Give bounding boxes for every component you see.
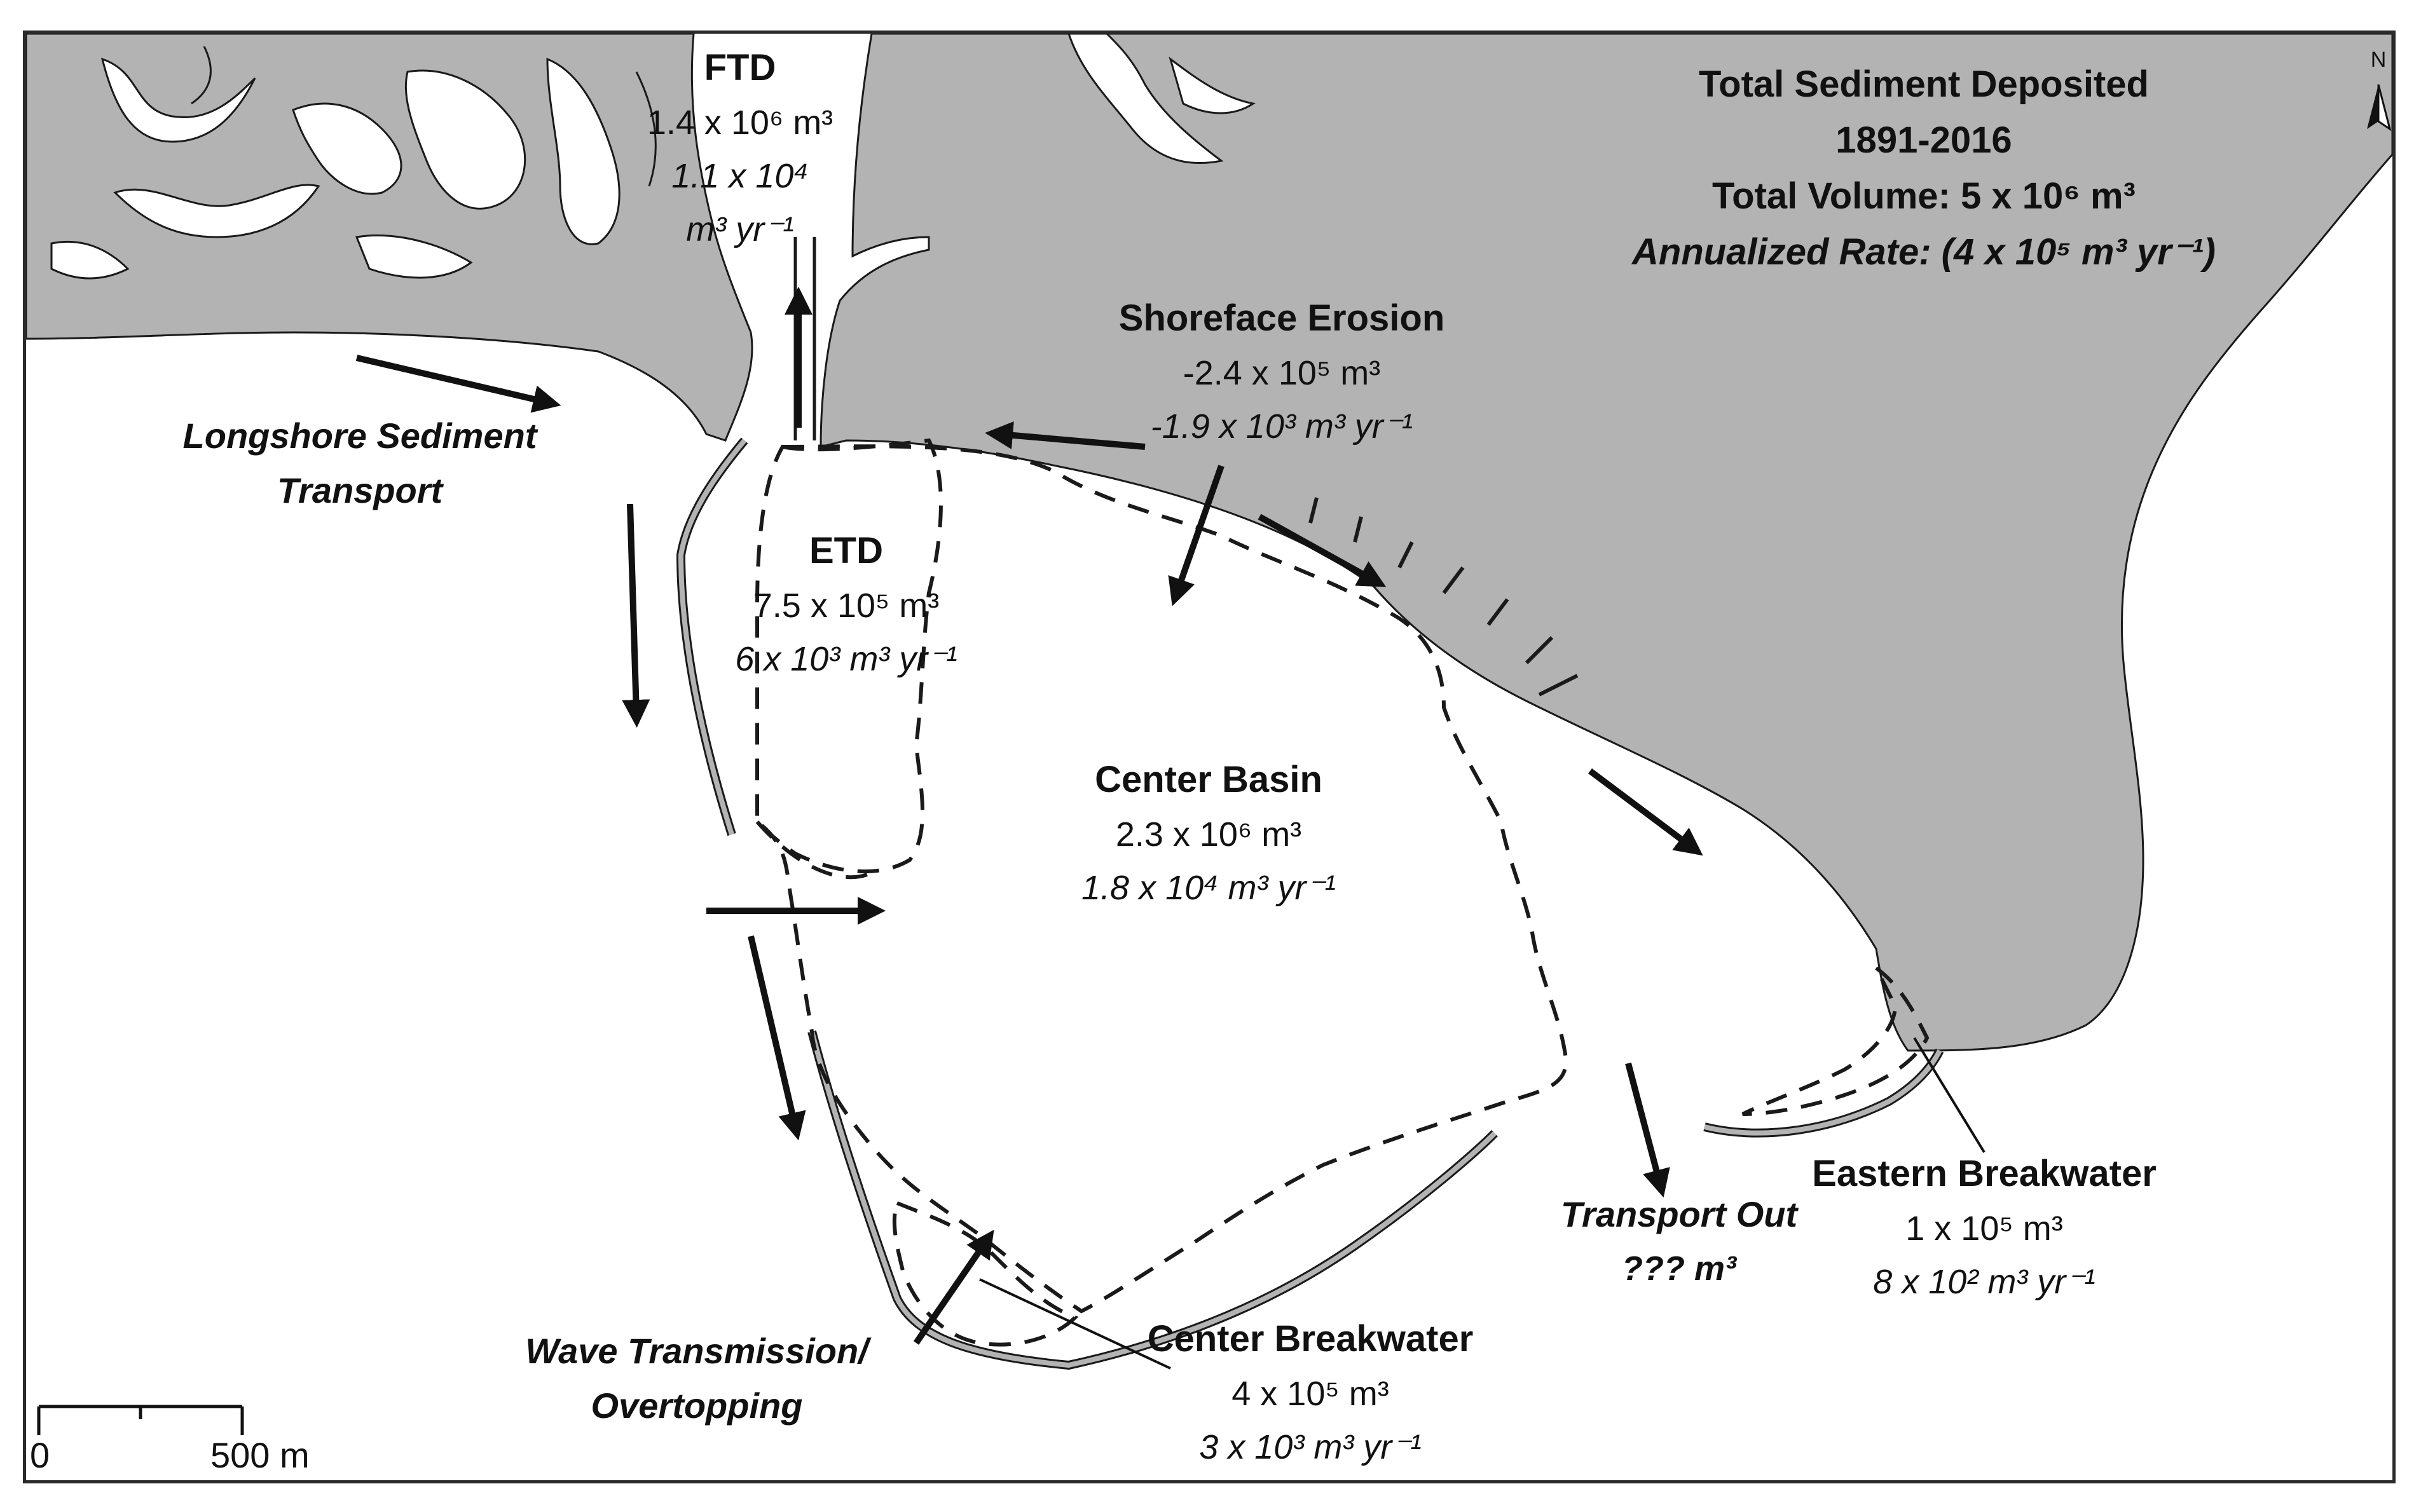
eastern-mainland-land — [820, 34, 2392, 1052]
label-ftd: FTD 1.4 x 10⁶ m³ 1.1 x 10⁴ m³ yr⁻¹ — [647, 40, 833, 256]
marsh-channel — [292, 102, 402, 195]
summary-line-1: Total Sediment Deposited — [1699, 64, 2149, 105]
label-etd: ETD 7.5 x 10⁵ m³ 6 x 10³ m³ yr⁻¹ — [735, 523, 957, 686]
ftd-volume: 1.4 x 10⁶ m³ — [647, 104, 833, 142]
inlet-channel — [1067, 34, 1224, 164]
summary-line-4: Annualized Rate: (4 x 10⁵ m³ yr⁻¹) — [1632, 231, 2216, 273]
ftd-rate-b: m³ yr⁻¹ — [686, 210, 794, 249]
longshore-line-1: Longshore Sediment — [182, 416, 537, 456]
label-center-basin: Center Basin 2.3 x 10⁶ m³ 1.8 x 10⁴ m³ y… — [1081, 752, 1336, 915]
eastern-breakwater-rate: 8 x 10² m³ yr⁻¹ — [1873, 1263, 2095, 1301]
label-shoreface-erosion: Shoreface Erosion -2.4 x 10⁵ m³ -1.9 x 1… — [1119, 290, 1444, 453]
shoreface-name: Shoreface Erosion — [1118, 297, 1445, 339]
etd-name: ETD — [809, 530, 883, 571]
center-basin-boundary — [755, 444, 1568, 1314]
center-breakwater-fill — [809, 1030, 1497, 1368]
longshore-line-2: Transport — [277, 470, 443, 510]
marsh-channel — [404, 69, 526, 210]
center-breakwater-volume: 4 x 10⁵ m³ — [1231, 1375, 1389, 1413]
arrow-alongshore-2 — [1588, 768, 1703, 856]
scale-end-label: 500 m — [210, 1435, 310, 1475]
leader-eastern-breakwater — [1913, 1037, 1986, 1154]
map-frame: Total Sediment Deposited 1891-2016 Total… — [23, 31, 2396, 1483]
center-breakwater-rate: 3 x 10³ m³ yr⁻¹ — [1199, 1428, 1422, 1466]
transport-out-line-2: ??? m³ — [1622, 1250, 1736, 1288]
etd-rate: 6 x 10³ m³ yr⁻¹ — [735, 640, 957, 678]
transport-out-line-1: Transport Out — [1560, 1194, 1798, 1234]
center-basin-name: Center Basin — [1095, 759, 1322, 800]
arrow-erosion-west — [985, 421, 1146, 450]
leader-center-breakwater — [979, 1278, 1171, 1370]
western-jetty-fill — [678, 439, 747, 836]
eastern-breakwater-deposit-boundary — [1741, 966, 1930, 1116]
marsh-channel — [100, 57, 256, 143]
arrow-wave-transmission — [913, 1229, 994, 1345]
wave-line-1: Wave Transmission/ — [525, 1331, 868, 1371]
label-wave-transmission: Wave Transmission/ Overtopping — [525, 1324, 868, 1433]
arrow-alongshore-1 — [1258, 514, 1387, 587]
marsh-channel — [355, 234, 473, 279]
transport-arrows — [355, 286, 1703, 1345]
center-basin-rate: 1.8 x 10⁴ m³ yr⁻¹ — [1081, 869, 1336, 907]
arrow-erosion-south — [1168, 465, 1224, 606]
label-center-breakwater: Center Breakwater 4 x 10⁵ m³ 3 x 10³ m³ … — [1148, 1311, 1474, 1474]
eastern-breakwater-volume: 1 x 10⁵ m³ — [1905, 1209, 2063, 1248]
etd-boundary — [755, 438, 943, 874]
wave-line-2: Overtopping — [591, 1386, 803, 1426]
eastern-breakwater-fill — [1704, 1049, 1942, 1136]
inlet-channel — [1169, 57, 1256, 114]
summary-title: Total Sediment Deposited 1891-2016 Total… — [1632, 57, 2216, 280]
label-longshore-transport: Longshore Sediment Transport — [183, 409, 537, 518]
marsh-channel — [191, 46, 657, 187]
ftd-name: FTD — [704, 47, 776, 88]
center-basin-volume: 2.3 x 10⁶ m³ — [1115, 815, 1302, 854]
label-transport-out: Transport Out ??? m³ — [1561, 1187, 1797, 1295]
summary-line-3: Total Volume: 5 x 10⁶ m³ — [1712, 175, 2136, 217]
eastern-breakwater-name: Eastern Breakwater — [1812, 1153, 2157, 1194]
north-arrow-icon — [2367, 84, 2392, 132]
marsh-channel — [50, 240, 130, 280]
leader-lines — [979, 1037, 1986, 1370]
ftd-rate-a: 1.1 x 10⁴ — [671, 157, 809, 195]
map-canvas — [26, 34, 2392, 1435]
summary-line-2: 1891-2016 — [1835, 119, 2012, 161]
north-label: N — [2370, 48, 2387, 72]
arrow-longshore — [355, 355, 561, 413]
label-eastern-breakwater: Eastern Breakwater 1 x 10⁵ m³ 8 x 10² m³… — [1812, 1146, 2157, 1309]
marsh-channel — [546, 57, 621, 245]
marsh-channel — [113, 184, 320, 238]
arrow-transport-out — [1625, 1062, 1670, 1198]
center-breakwater-name: Center Breakwater — [1147, 1318, 1474, 1359]
arrow-west-down-2 — [748, 935, 806, 1141]
scale-zero-label: 0 — [30, 1435, 50, 1475]
shoreline-groins — [1308, 497, 1579, 697]
scale-bar — [37, 1405, 244, 1435]
arrow-west-down — [622, 503, 650, 728]
etd-volume: 7.5 x 10⁵ m³ — [753, 587, 940, 625]
shoreface-volume: -2.4 x 10⁵ m³ — [1183, 354, 1381, 392]
shoreface-rate: -1.9 x 10³ m³ yr⁻¹ — [1150, 407, 1413, 446]
